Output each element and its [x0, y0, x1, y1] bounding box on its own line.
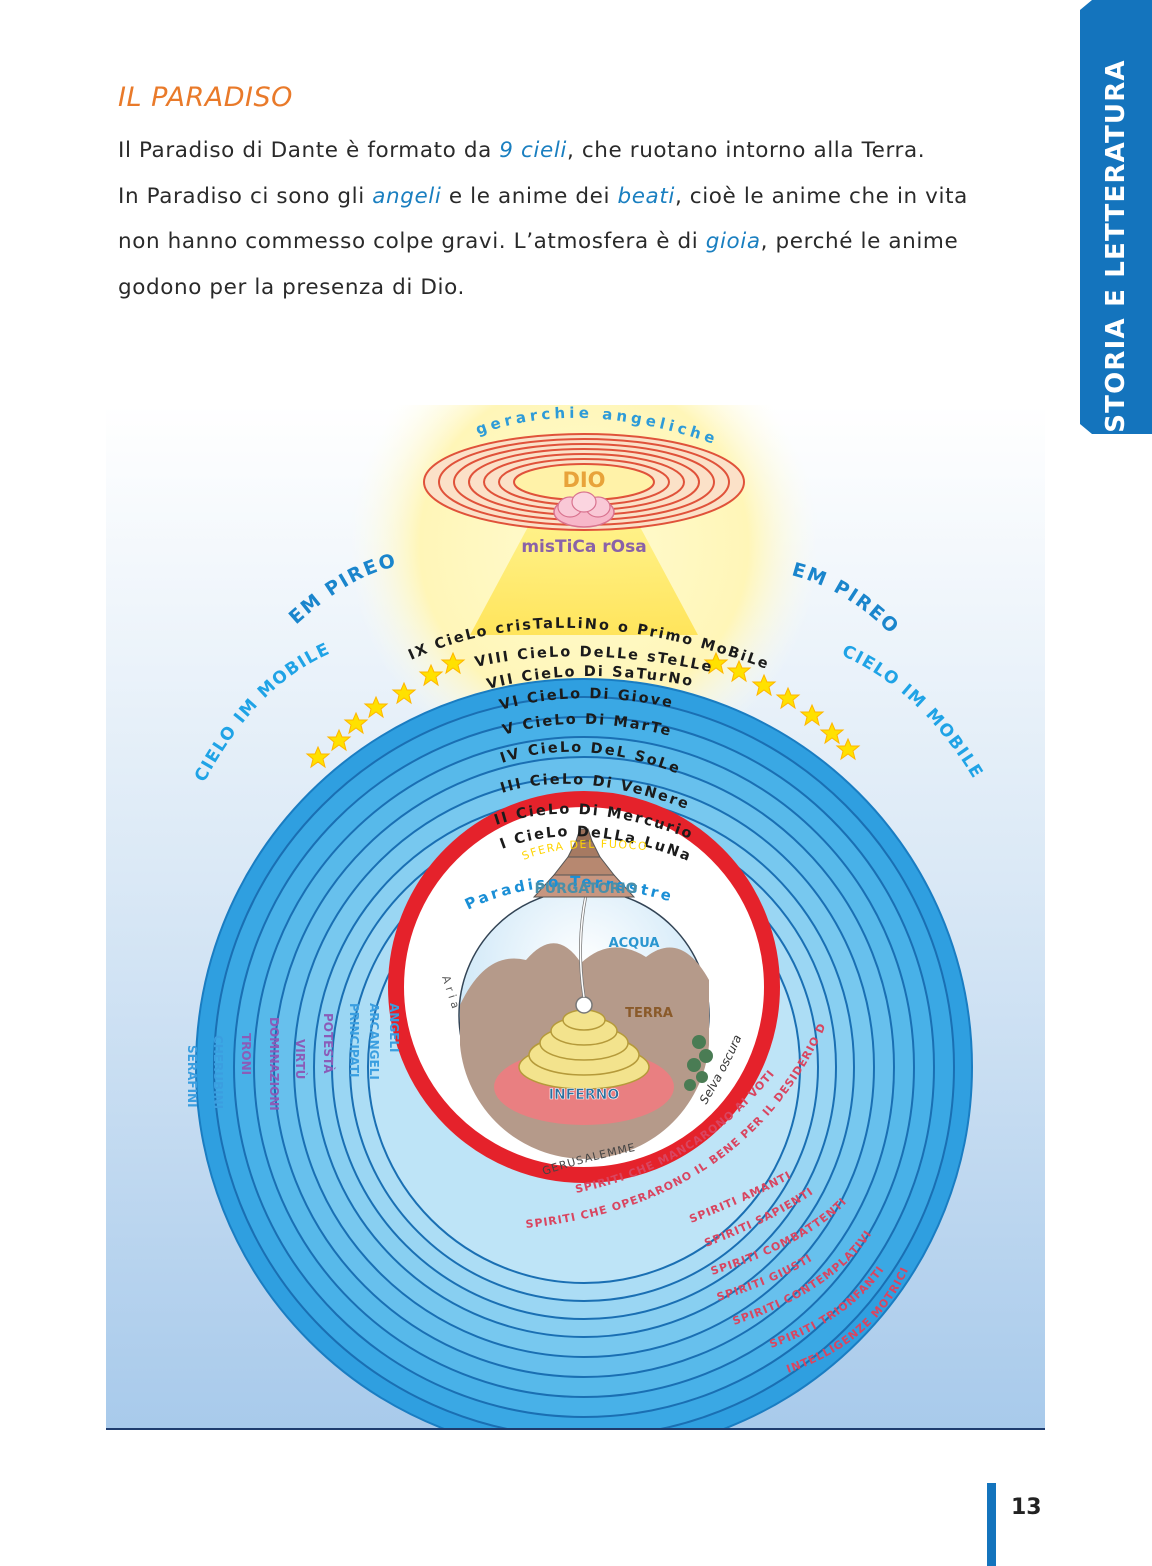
paradiso-diagram: gerarchie angeliche DIO misTiCa rOsa [101, 310, 1045, 1456]
terra-label: TERRA [625, 1006, 673, 1021]
angel-order-label: ARCANGELI [367, 1003, 381, 1080]
highlight-9-cieli: 9 cieli [499, 138, 567, 163]
dio-label: DIO [562, 468, 605, 492]
earth-globe [458, 889, 713, 1159]
page-number: 13 [1011, 1495, 1042, 1520]
section-tab-label: STORIA E LETTERATURA [1101, 59, 1131, 433]
intro-text: Il Paradiso di Dante è formato da [118, 138, 500, 163]
rose-icon [553, 491, 615, 528]
purgatory-mountain [532, 828, 636, 898]
intro-text: , cioè le anime che in vita [674, 183, 968, 209]
intro-text: , che ruotano intorno alla Terra. [566, 138, 926, 163]
angel-order-label: ANGELI [387, 1003, 401, 1053]
highlight-angeli: angeli [372, 183, 442, 209]
angel-order-label: PRINCIPATI [347, 1003, 361, 1078]
highlight-gioia: gioia [705, 229, 761, 254]
angel-order-label: TRONI [239, 1033, 253, 1075]
diagram-bottom-rule [106, 1428, 1045, 1430]
intro-text: non hanno commesso colpe gravi. L’atmosf… [118, 229, 706, 254]
acqua-label: ACQUA [609, 936, 660, 951]
intro-text: , perché le anime [760, 229, 959, 254]
rosa-label: misTiCa rOsa [521, 537, 646, 557]
light-beam [470, 497, 698, 635]
star-icons [305, 651, 861, 769]
angel-order-label: VIRTÙ [293, 1039, 308, 1079]
inferno-label: INFERNO [549, 1087, 620, 1103]
intro-text: In Paradiso ci sono gli [118, 183, 373, 209]
angel-order-label: CHERUBINI [211, 1035, 225, 1109]
intro-paragraph: Il Paradiso di Dante è formato da 9 ciel… [118, 128, 1018, 310]
highlight-beati: beati [617, 183, 675, 209]
angel-order-label: POTESTÀ [321, 1013, 336, 1074]
angel-order-label: DOMINAZIONI [267, 1017, 281, 1111]
page-title: IL PARADISO [118, 82, 293, 113]
intro-text: godono per la presenza di Dio. [118, 274, 465, 300]
angel-order-label: SERAFINI [185, 1045, 199, 1108]
intro-text: e le anime dei [441, 183, 618, 209]
section-tab [1080, 0, 1152, 434]
page-number-bar [987, 1483, 996, 1566]
purgatorio-label: PURGATORIO [535, 881, 638, 897]
